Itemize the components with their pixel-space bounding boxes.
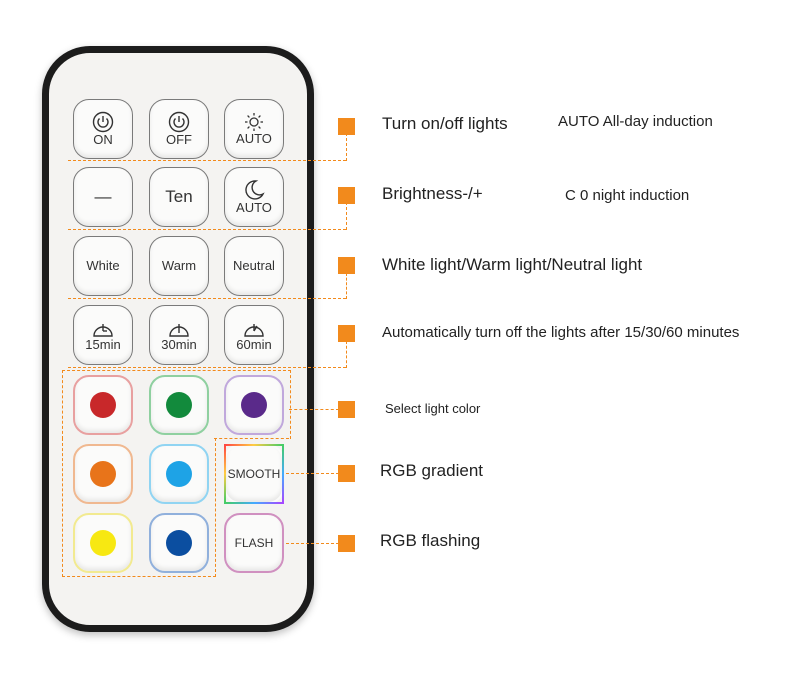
timer-15-button[interactable]: 15min	[73, 305, 133, 365]
callout-light-mode: White light/Warm light/Neutral light	[382, 255, 643, 274]
guide-line-flash	[286, 543, 339, 544]
sky-blue-dot	[166, 461, 192, 487]
off-button[interactable]: OFF	[149, 99, 209, 159]
warm-label: Warm	[161, 258, 197, 273]
timer-30-button[interactable]: 30min	[149, 305, 209, 365]
callout-brightness: Brightness-/+	[382, 184, 483, 203]
white-label: White	[86, 258, 120, 273]
guide-line-row4-vertical	[346, 341, 347, 368]
callout-gradient: RGB gradient	[380, 461, 483, 480]
clock-icon	[93, 324, 113, 337]
guide-line-row1-vertical	[346, 133, 347, 161]
callout-marker-power	[338, 118, 355, 135]
sky-blue-color-button[interactable]	[149, 444, 209, 504]
color-group-outline-bottom	[62, 438, 216, 577]
auto-label: AUTO	[236, 131, 272, 146]
sun-icon	[245, 113, 263, 131]
timer-15-label: 15min	[85, 337, 121, 352]
orange-dot	[90, 461, 116, 487]
flash-label: FLASH	[234, 536, 274, 550]
orange-color-button[interactable]	[73, 444, 133, 504]
guide-line-color	[289, 409, 339, 410]
callout-flashing: RGB flashing	[380, 531, 481, 550]
callout-auto-induction: AUTO All-day induction	[558, 113, 713, 130]
guide-line-row4	[68, 367, 346, 368]
clock-icon	[169, 324, 189, 337]
callout-marker-color	[338, 401, 355, 418]
timer-60-button[interactable]: 60min	[224, 305, 284, 365]
brightness-minus-button[interactable]: —	[73, 167, 133, 227]
guide-line-row2-vertical	[346, 202, 347, 230]
callout-color: Select light color	[385, 401, 481, 416]
timer-30-label: 30min	[161, 337, 197, 352]
neutral-light-button[interactable]: Neutral	[224, 236, 284, 296]
guide-line-row3-vertical	[346, 273, 347, 299]
yellow-dot	[90, 530, 116, 556]
clock-icon	[244, 324, 264, 337]
brightness-plus-button[interactable]: Ten	[149, 167, 209, 227]
auto-night-label: AUTO	[236, 200, 272, 215]
auto-day-button[interactable]: AUTO	[224, 99, 284, 159]
red-color-button[interactable]	[73, 375, 133, 435]
ten-label: Ten	[165, 187, 193, 206]
white-light-button[interactable]: White	[73, 236, 133, 296]
yellow-color-button[interactable]	[73, 513, 133, 573]
callout-night-induction: C 0 night induction	[565, 187, 690, 204]
callout-power: Turn on/off lights	[382, 114, 508, 133]
color-group-outline-top	[62, 370, 291, 439]
off-label: OFF	[166, 132, 192, 147]
callout-marker-flashing	[338, 535, 355, 552]
guide-line-row3	[68, 298, 346, 299]
purple-color-button[interactable]	[224, 375, 284, 435]
minus-label: —	[94, 187, 112, 206]
callout-marker-gradient	[338, 465, 355, 482]
callout-marker-timer	[338, 325, 355, 342]
green-color-button[interactable]	[149, 375, 209, 435]
color-group-outline-step	[214, 438, 289, 439]
flash-button[interactable]: FLASH	[224, 513, 284, 573]
smooth-button[interactable]: SMOOTH	[224, 444, 284, 504]
navy-color-button[interactable]	[149, 513, 209, 573]
on-button[interactable]: ON	[73, 99, 133, 159]
moon-icon	[245, 180, 265, 200]
guide-line-smooth	[286, 473, 339, 474]
callout-marker-light-mode	[338, 257, 355, 274]
timer-60-label: 60min	[236, 337, 272, 352]
neutral-label: Neutral	[233, 258, 275, 273]
smooth-label: SMOOTH	[227, 467, 281, 481]
auto-night-button[interactable]: AUTO	[224, 167, 284, 227]
warm-light-button[interactable]: Warm	[149, 236, 209, 296]
power-icon	[168, 111, 190, 133]
power-icon	[92, 111, 114, 133]
callout-marker-brightness	[338, 187, 355, 204]
guide-line-row2	[68, 229, 346, 230]
on-label: ON	[93, 132, 113, 147]
guide-line-row1	[68, 160, 346, 161]
green-dot	[166, 392, 192, 418]
navy-dot	[166, 530, 192, 556]
purple-dot	[241, 392, 267, 418]
callout-timer: Automatically turn off the lights after …	[382, 324, 740, 341]
red-dot	[90, 392, 116, 418]
